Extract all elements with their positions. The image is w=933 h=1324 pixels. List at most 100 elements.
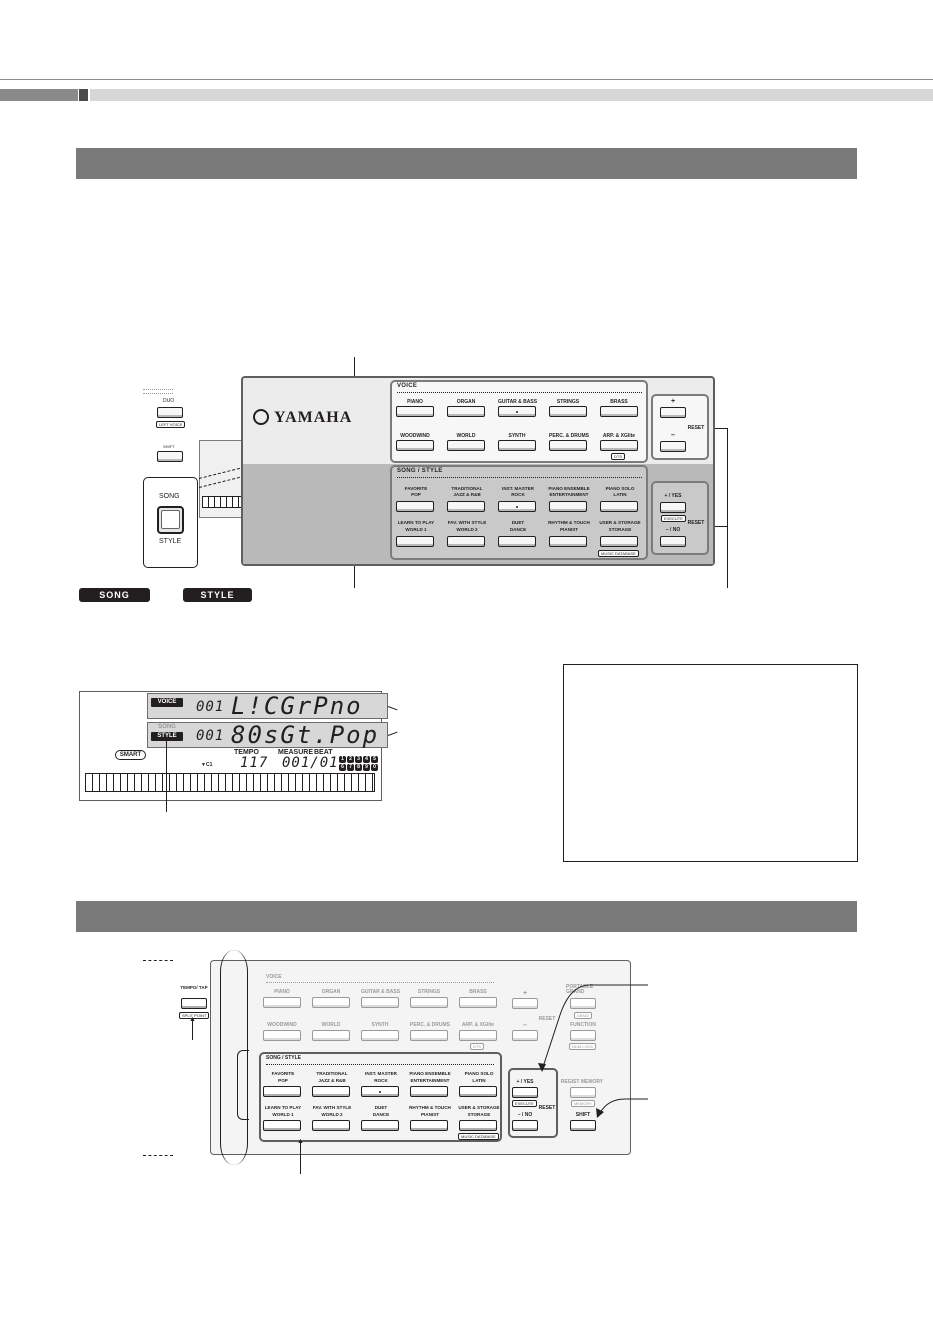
yes-button[interactable] — [660, 502, 686, 513]
b-voice-button-piano[interactable] — [263, 997, 301, 1008]
duo-button[interactable] — [157, 407, 183, 418]
b-yes-button[interactable] — [512, 1087, 538, 1098]
b-voice-label-brass: BRASS — [469, 989, 487, 995]
measure-label: MEASURE — [278, 749, 314, 756]
b-reset-label-1: RESET — [538, 1016, 556, 1022]
b-category-button-9[interactable] — [410, 1120, 448, 1131]
minus-label: – — [671, 432, 675, 439]
voice-button-perc-drums[interactable] — [549, 440, 587, 451]
header-strip-light — [90, 89, 933, 101]
b-voice-button-world[interactable] — [312, 1030, 350, 1041]
display-style-row: 001 80sGt.Pop — [147, 721, 388, 749]
b-minus-button[interactable] — [512, 1030, 538, 1041]
b-yes-label: + / YES — [516, 1079, 534, 1085]
b-voice-label-arp-xglite: ARP. & XGlite — [461, 1022, 495, 1028]
song-style-group-title: SONG / STYLE — [397, 468, 443, 474]
voice-number: 001 — [196, 699, 225, 715]
category-button-1[interactable] — [396, 501, 434, 512]
voice-label-piano: PIANO — [407, 399, 423, 405]
b-category-button-7[interactable] — [312, 1120, 350, 1131]
voice-chip: VOICE — [151, 698, 183, 707]
b-song-label-user-storage: USER & STORAGE — [458, 1105, 500, 1110]
voice-label-brass: BRASS — [610, 399, 628, 405]
b-voice-button-guitar-bass[interactable] — [361, 997, 399, 1008]
song-label-rhythm-touch: RHYTHM & TOUCH — [548, 520, 590, 525]
b-song-label-piano-ensemble: PIANO ENSEMBLE — [409, 1071, 451, 1076]
minus-button[interactable] — [660, 441, 686, 452]
leader-b-song-style — [300, 1142, 301, 1174]
b-voice-button-arp-xglite[interactable] — [459, 1030, 497, 1041]
voice-label-organ: ORGAN — [456, 399, 476, 405]
b-yes-no-group — [508, 1068, 558, 1138]
voice-name: L!CGrPno — [231, 692, 363, 720]
rock-dot — [516, 506, 518, 508]
voice-label-perc-drums: PERC. & DRUMS — [549, 433, 590, 439]
b-no-button[interactable] — [512, 1120, 538, 1131]
no-label: – / NO — [665, 527, 681, 533]
category-button-2[interactable] — [447, 501, 485, 512]
b-voice-button-woodwind[interactable] — [263, 1030, 301, 1041]
style-name: 80sGt.Pop — [231, 721, 380, 749]
b-plus-label: + — [522, 990, 528, 997]
indicator-2: 2 — [347, 756, 354, 763]
plus-button[interactable] — [660, 407, 686, 418]
b-category-button-8[interactable] — [361, 1120, 399, 1131]
voice-button-brass[interactable] — [600, 406, 638, 417]
b-category-button-2[interactable] — [312, 1086, 350, 1097]
tempo-tap-label: TEMPO/ TAP — [180, 985, 208, 990]
display-keyboard — [85, 773, 375, 792]
function-button[interactable] — [570, 1030, 596, 1041]
voice-group-title: VOICE — [397, 383, 418, 389]
bottom-cut-bottom-dash — [143, 1155, 173, 1156]
voice-button-organ[interactable] — [447, 406, 485, 417]
b-song-label-piano-solo: PIANO SOLO — [464, 1071, 494, 1076]
b-category-button-6[interactable] — [263, 1120, 301, 1131]
b-shift-button[interactable] — [570, 1120, 596, 1131]
voice-button-synth[interactable] — [498, 440, 536, 451]
category-button-6[interactable] — [396, 536, 434, 547]
b-voice-button-synth[interactable] — [361, 1030, 399, 1041]
song-label-user-storage: USER & STORAGE — [599, 520, 641, 525]
style-label-pop: POP — [411, 492, 421, 497]
tempo-label: TEMPO — [234, 749, 259, 756]
category-button-5[interactable] — [600, 501, 638, 512]
style-label-latin: LATIN — [613, 492, 627, 497]
voice-button-woodwind[interactable] — [396, 440, 434, 451]
song-label-favorite: FAVORITE — [404, 486, 428, 491]
voice-button-world[interactable] — [447, 440, 485, 451]
category-button-4[interactable] — [549, 501, 587, 512]
portable-grand-button[interactable] — [570, 998, 596, 1009]
regist-memory-button[interactable] — [570, 1087, 596, 1098]
b-category-button-1[interactable] — [263, 1086, 301, 1097]
category-button-9[interactable] — [549, 536, 587, 547]
execute-tag: EXECUTE — [661, 515, 686, 522]
category-button-8[interactable] — [498, 536, 536, 547]
b-category-button-5[interactable] — [459, 1086, 497, 1097]
style-label-world-2: WORLD 2 — [456, 527, 478, 532]
b-category-button-10[interactable] — [459, 1120, 497, 1131]
category-button-7[interactable] — [447, 536, 485, 547]
leader-reset — [727, 428, 728, 588]
no-button[interactable] — [660, 536, 686, 547]
b-voice-button-brass[interactable] — [459, 997, 497, 1008]
leader-song-style-chip — [166, 741, 167, 812]
shift-button[interactable] — [157, 451, 183, 462]
category-button-10[interactable] — [600, 536, 638, 547]
b-plus-button[interactable] — [512, 998, 538, 1009]
b-song-label-learn-to-play: LEARN TO PLAY — [264, 1105, 302, 1110]
b-song-label-rhythm-touch: RHYTHM & TOUCH — [409, 1105, 451, 1110]
song-style-button-face — [161, 510, 180, 529]
voice-button-piano[interactable] — [396, 406, 434, 417]
tempo-tap-button[interactable] — [181, 998, 207, 1009]
voice-label-world: WORLD — [456, 433, 476, 439]
arrow-to-shift — [599, 1098, 648, 1114]
song-label-traditional: TRADITIONAL — [451, 486, 483, 491]
style-label-dance: DANCE — [509, 527, 527, 532]
b-voice-button-organ[interactable] — [312, 997, 350, 1008]
b-category-button-4[interactable] — [410, 1086, 448, 1097]
b-voice-button-perc-drums[interactable] — [410, 1030, 448, 1041]
b-voice-button-strings[interactable] — [410, 997, 448, 1008]
voice-button-arp-xglite[interactable] — [600, 440, 638, 451]
voice-label-synth: SYNTH — [508, 433, 526, 439]
voice-button-strings[interactable] — [549, 406, 587, 417]
